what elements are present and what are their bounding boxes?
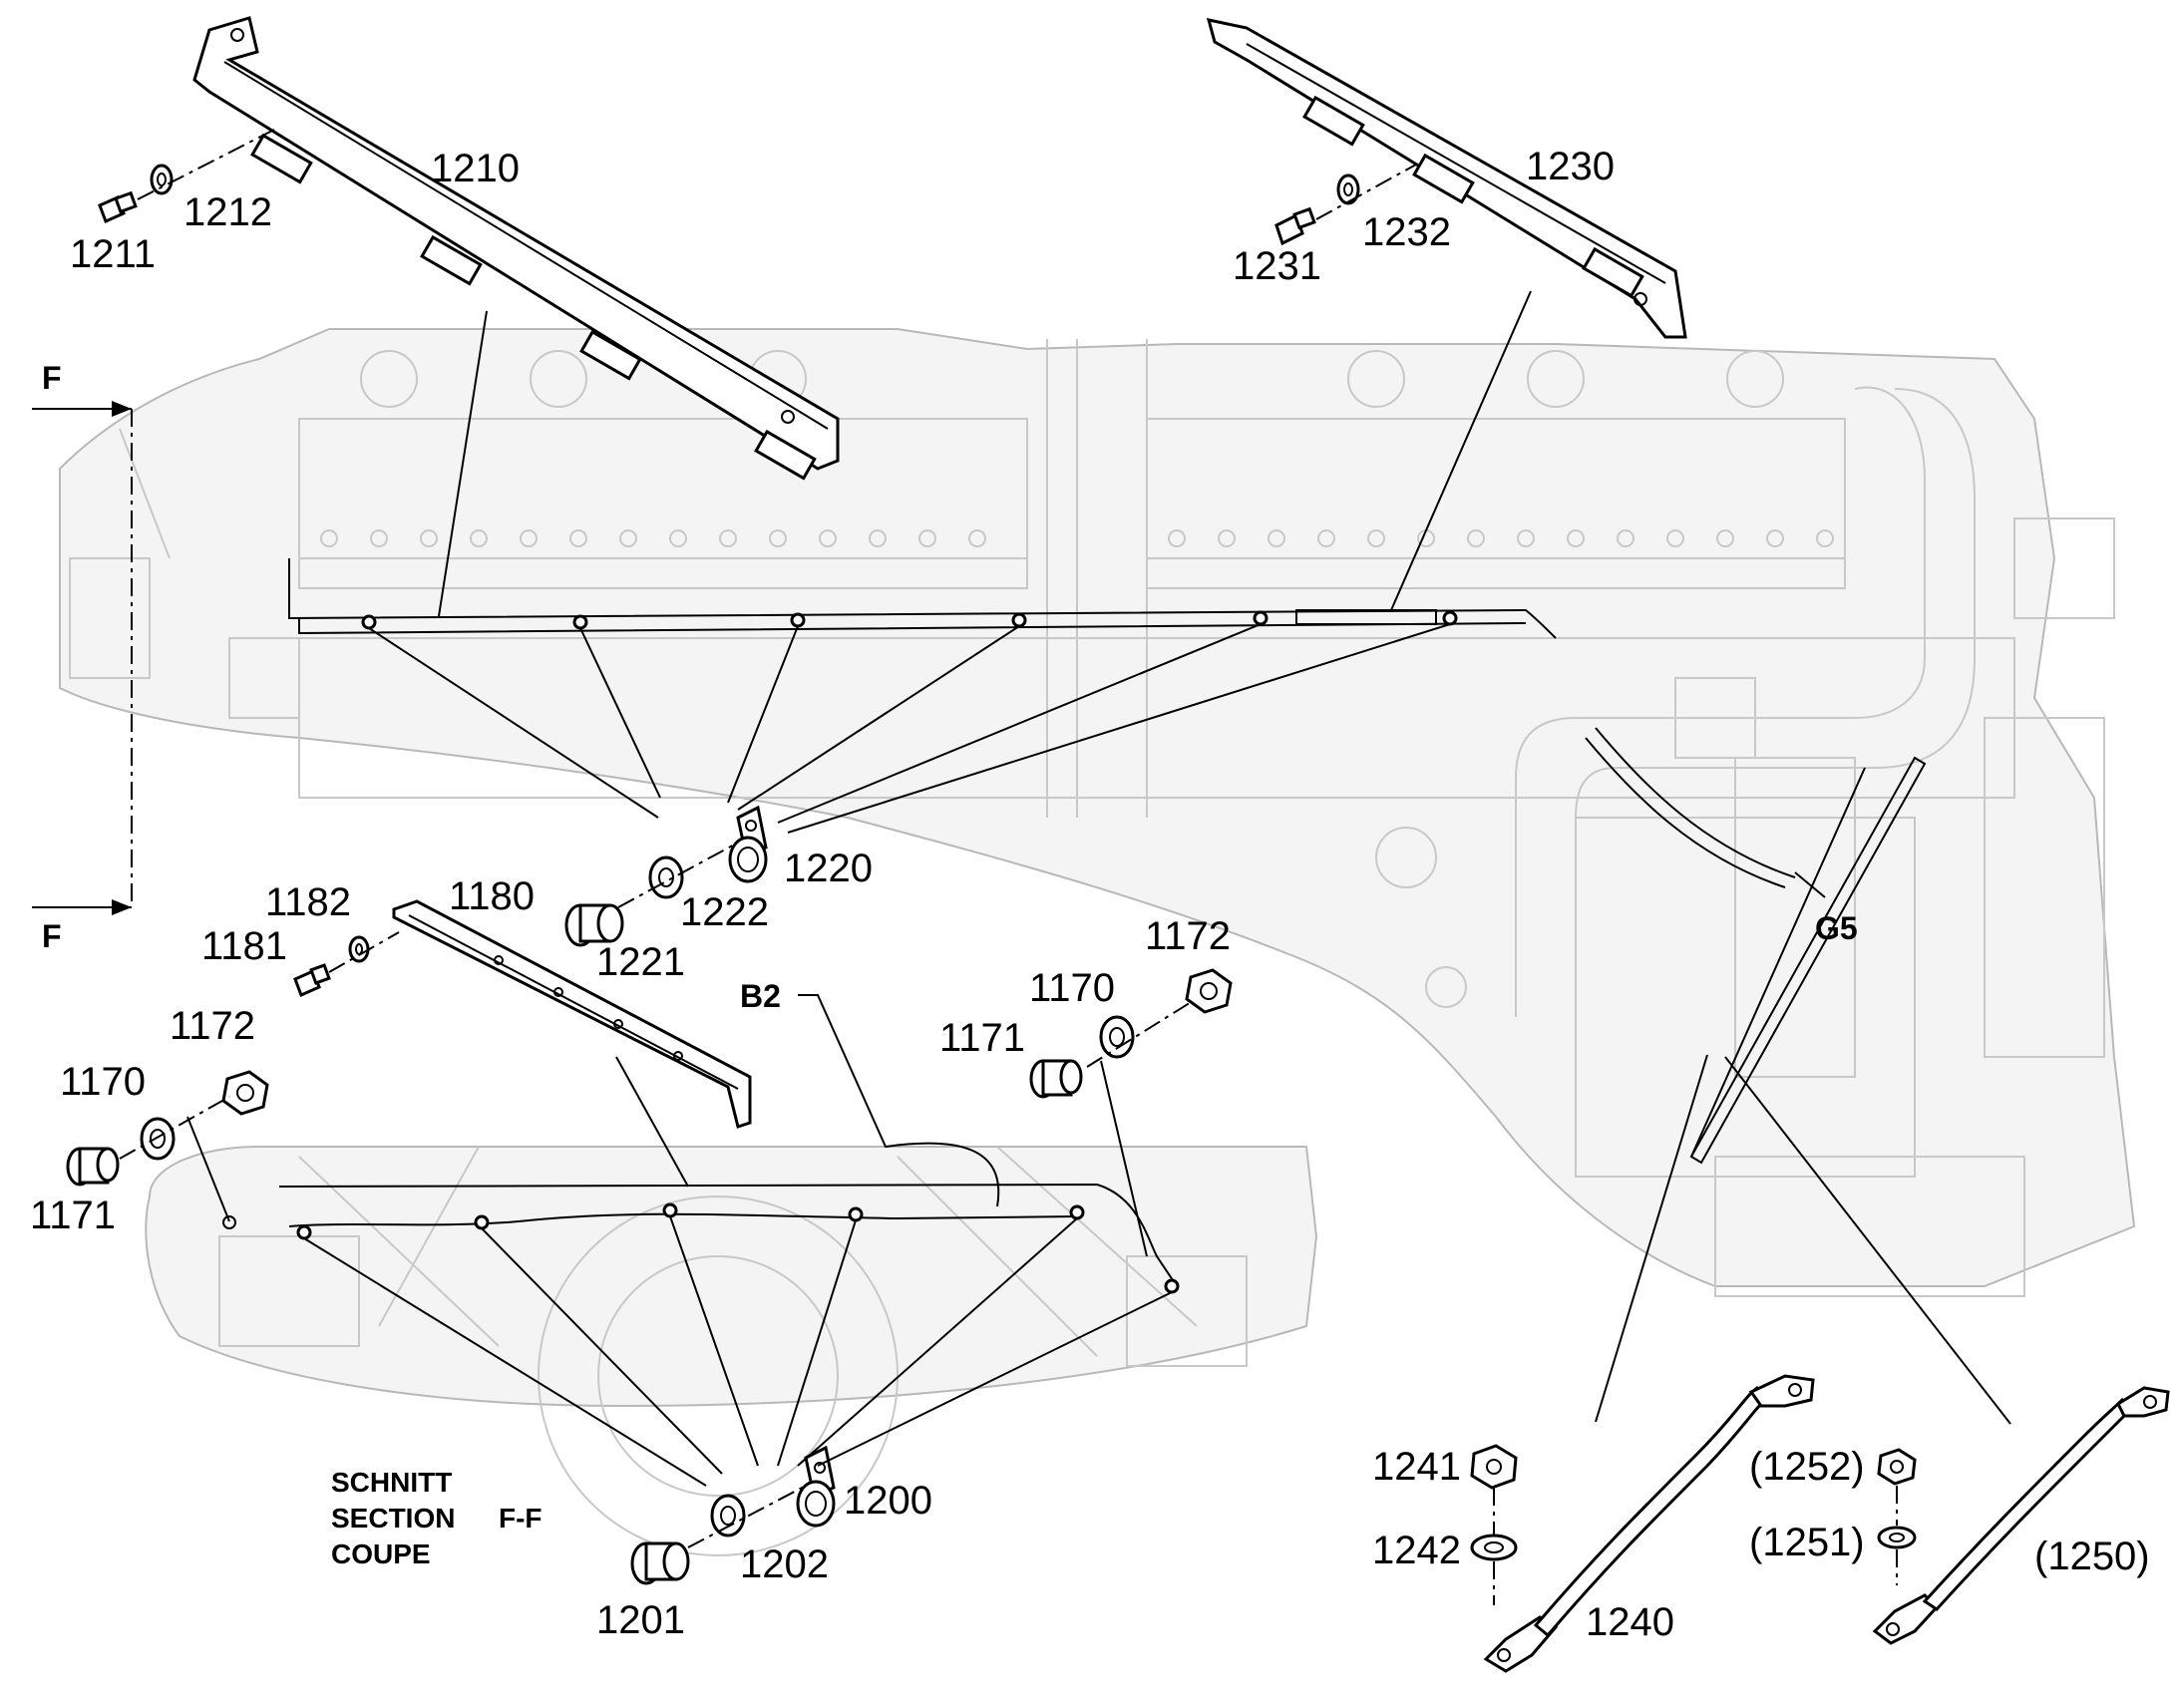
callout-1170-left: 1170 bbox=[60, 1060, 146, 1104]
callout-1250: (1250) bbox=[2034, 1535, 2150, 1578]
section-cut-line: F F bbox=[32, 360, 133, 954]
section-ff-background bbox=[145, 1146, 1318, 1556]
callout-1240: 1240 bbox=[1586, 1600, 1674, 1644]
callout-1251: (1251) bbox=[1749, 1521, 1865, 1564]
callout-1172-left: 1172 bbox=[170, 1004, 255, 1048]
screw-1171-left bbox=[66, 1147, 120, 1187]
screw-1231 bbox=[1274, 206, 1316, 246]
screw-1181 bbox=[293, 963, 331, 998]
bracket-1230 bbox=[1206, 18, 1687, 339]
section-title-line1: SCHNITT bbox=[331, 1467, 452, 1498]
callout-1210: 1210 bbox=[431, 147, 520, 190]
clamp-1200 bbox=[796, 1445, 836, 1528]
callout-1172-right: 1172 bbox=[1145, 914, 1231, 958]
callout-1222: 1222 bbox=[680, 890, 769, 934]
screw-1221 bbox=[564, 903, 624, 947]
washer-1202 bbox=[710, 1494, 746, 1537]
nut-1172-left bbox=[221, 1070, 269, 1116]
callout-1171-left: 1171 bbox=[30, 1194, 116, 1237]
marker-b2: B2 bbox=[740, 978, 781, 1014]
callout-1220: 1220 bbox=[784, 847, 873, 890]
callout-1212: 1212 bbox=[183, 190, 272, 234]
callout-1211: 1211 bbox=[70, 232, 156, 276]
head-bolt-row bbox=[320, 529, 1834, 547]
washer-1232 bbox=[1336, 173, 1360, 205]
marker-g5: G5 bbox=[1815, 910, 1858, 946]
washer-1251 bbox=[1877, 1526, 1917, 1549]
callout-1202: 1202 bbox=[740, 1542, 829, 1586]
callout-1170-right: 1170 bbox=[1029, 966, 1115, 1010]
callout-1252: (1252) bbox=[1749, 1445, 1865, 1489]
bracket-1210 bbox=[192, 16, 840, 481]
washer-1222 bbox=[648, 855, 684, 899]
nut-1241 bbox=[1470, 1444, 1518, 1490]
clamp-1220 bbox=[728, 805, 768, 883]
engine-background bbox=[59, 328, 2136, 1297]
section-name: F-F bbox=[499, 1503, 543, 1534]
callout-1171-right: 1171 bbox=[939, 1016, 1025, 1060]
callout-1182: 1182 bbox=[265, 880, 351, 924]
nut-1252 bbox=[1877, 1448, 1917, 1486]
callout-1181: 1181 bbox=[201, 924, 287, 968]
nut-1172-right bbox=[1185, 968, 1233, 1014]
section-title-line2: SECTION bbox=[331, 1503, 455, 1534]
ground-cable-1250 bbox=[1872, 1386, 2170, 1645]
callout-1180: 1180 bbox=[449, 874, 535, 918]
ground-cable-1240 bbox=[1483, 1374, 1815, 1673]
washer-1170-left bbox=[140, 1117, 176, 1161]
callout-1201: 1201 bbox=[596, 1598, 685, 1642]
section-marker-top: F bbox=[42, 360, 62, 396]
washer-1170-right bbox=[1099, 1015, 1135, 1059]
screw-1201 bbox=[630, 1541, 690, 1585]
screw-1171-right bbox=[1029, 1059, 1083, 1099]
washer-1212 bbox=[150, 164, 174, 195]
callout-1231: 1231 bbox=[1233, 244, 1321, 288]
section-title-line3: COUPE bbox=[331, 1538, 431, 1569]
callout-1221: 1221 bbox=[596, 940, 685, 984]
callout-1200: 1200 bbox=[844, 1479, 932, 1523]
bracket-1180 bbox=[392, 899, 752, 1129]
washer-1242 bbox=[1470, 1534, 1518, 1561]
callout-1241: 1241 bbox=[1372, 1445, 1461, 1489]
callout-1232: 1232 bbox=[1362, 210, 1451, 254]
section-marker-bottom: F bbox=[42, 918, 62, 954]
screw-1211 bbox=[98, 190, 138, 224]
callout-1242: 1242 bbox=[1372, 1529, 1461, 1572]
callout-1230: 1230 bbox=[1526, 145, 1615, 188]
